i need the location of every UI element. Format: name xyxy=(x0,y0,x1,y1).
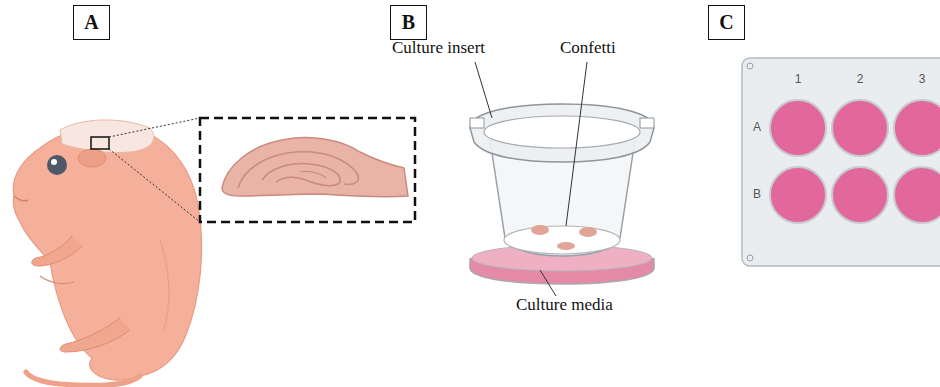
mouse-pup xyxy=(13,118,201,385)
panel-label: C xyxy=(708,5,745,40)
panel-letter: B xyxy=(402,11,415,34)
column-number: 1 xyxy=(795,72,802,86)
panel-label: A xyxy=(73,5,110,40)
row-letter: B xyxy=(753,187,761,201)
part-label: Culture media xyxy=(516,295,613,315)
part-label: Confetti xyxy=(560,38,616,58)
part-label: Culture insert xyxy=(392,38,485,58)
panel-letter: A xyxy=(84,11,98,34)
panel-label: B xyxy=(390,5,427,40)
column-number: 3 xyxy=(919,72,926,86)
inset-frame xyxy=(200,118,415,222)
hippocampal-slice xyxy=(222,138,408,197)
culture-insert xyxy=(470,62,654,296)
panel-letter: C xyxy=(719,11,733,34)
row-letter: A xyxy=(753,120,761,134)
column-number: 2 xyxy=(857,72,864,86)
well-plate xyxy=(742,58,940,266)
